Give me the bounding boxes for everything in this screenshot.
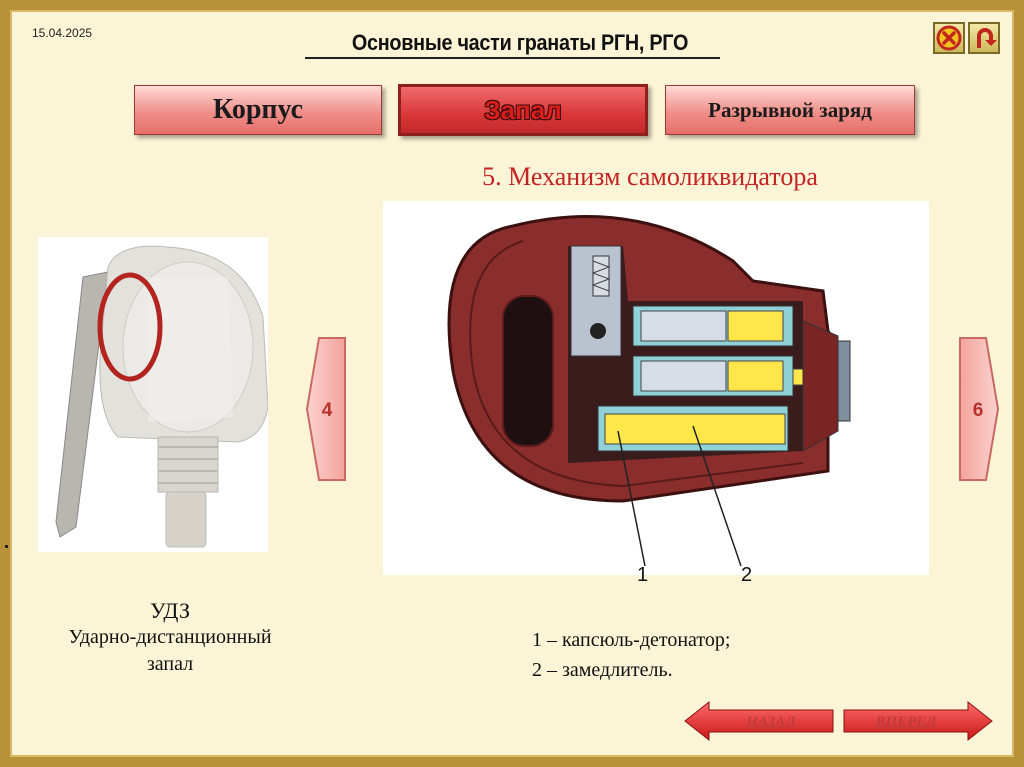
- title-underline: [305, 57, 720, 59]
- photo-caption-title: УДЗ: [150, 598, 190, 623]
- tab-label: Корпус: [212, 94, 304, 125]
- section-title: 5. Механизм самоликвидатора: [482, 162, 818, 191]
- slide-date: 15.04.2025: [32, 26, 93, 40]
- photo-caption-line2: запал: [146, 653, 194, 675]
- forward-button[interactable]: ВПЕРЕД: [842, 700, 994, 747]
- legend-item-1: 1 – капсюль-детонатор;: [532, 629, 731, 651]
- tab-label: Запал: [484, 94, 562, 125]
- return-arrow-icon: [977, 28, 997, 48]
- legend-item-2: 2 – замедлитель.: [532, 659, 673, 681]
- diagram-legend: 1 – капсюль-детонатор; 2 – замедлитель.: [532, 625, 730, 685]
- tab-razryvnoy-zaryad[interactable]: Разрывной заряд: [665, 85, 915, 135]
- back-label: НАЗАД: [745, 714, 796, 730]
- photo-caption: УДЗ Ударно-дистанционный запал: [30, 598, 310, 678]
- close-x-icon: [936, 25, 962, 51]
- prev-slide-arrow[interactable]: 4: [305, 336, 347, 487]
- close-button[interactable]: [933, 22, 965, 54]
- back-button[interactable]: НАЗАД: [683, 700, 835, 747]
- diagram-label-1: 1: [637, 564, 649, 586]
- stray-dot: [5, 545, 8, 548]
- next-slide-arrow[interactable]: 6: [958, 336, 1000, 487]
- self-destruct-mechanism-diagram: [383, 201, 929, 575]
- tab-korpus[interactable]: Корпус: [134, 85, 382, 135]
- photo-caption-line1: Ударно-дистанционный: [68, 626, 272, 648]
- prev-slide-number: 4: [322, 400, 333, 421]
- page-title: Основные части гранаты РГН, РГО: [351, 30, 689, 55]
- forward-label: ВПЕРЕД: [874, 714, 937, 730]
- tab-label: Разрывной заряд: [708, 97, 872, 122]
- return-button[interactable]: [968, 22, 1000, 54]
- tab-zapal[interactable]: Запал: [398, 84, 648, 136]
- diagram-label-2: 2: [741, 564, 753, 586]
- fuze-photo: [38, 237, 269, 552]
- next-slide-number: 6: [973, 400, 984, 421]
